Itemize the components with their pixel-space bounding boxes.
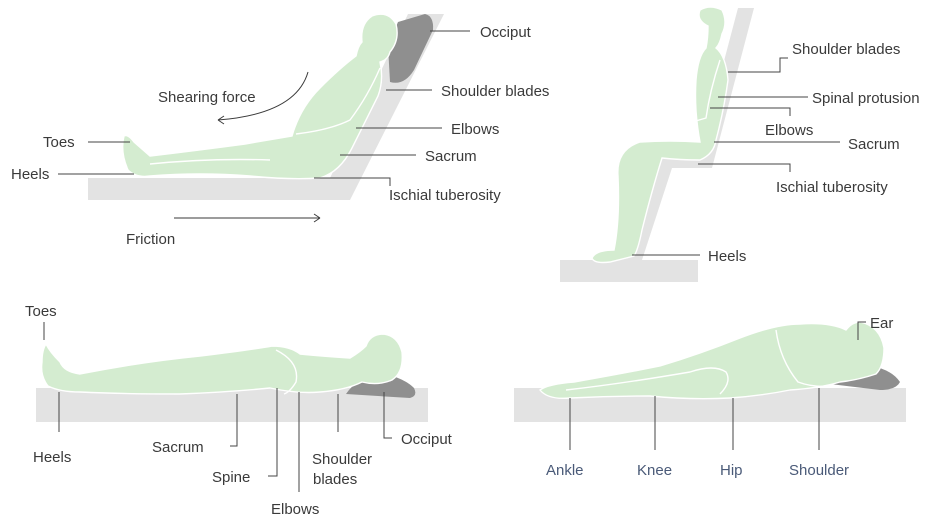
reclining-toes-label: Toes: [43, 134, 75, 151]
supine-shoulder-blades-label-2: blades: [313, 471, 357, 488]
side-ankle-label: Ankle: [546, 462, 584, 479]
supine-sacrum-label: Sacrum: [152, 439, 204, 456]
sitting-sacrum-label: Sacrum: [848, 136, 900, 153]
supine-heels-label: Heels: [33, 449, 71, 466]
supine-occiput-label: Occiput: [401, 431, 453, 448]
reclining-occiput-label: Occiput: [480, 24, 532, 41]
sitting-panel: Shoulder blades Spinal protusion Elbows …: [560, 7, 920, 282]
reclining-sacrum-label: Sacrum: [425, 148, 477, 165]
shearing-force-label: Shearing force: [158, 89, 256, 106]
side-knee-label: Knee: [637, 462, 672, 479]
sitting-shoulder-blades-label: Shoulder blades: [792, 41, 900, 58]
sitting-heels-label: Heels: [708, 248, 746, 265]
supine-panel: Toes Heels Sacrum Spine Elbows Shoulder …: [25, 303, 453, 518]
sitting-spinal-protusion-label: Spinal protusion: [812, 90, 920, 107]
supine-toes-label: Toes: [25, 303, 57, 320]
sitting-elbows-label: Elbows: [765, 122, 813, 139]
reclining-elbows-label: Elbows: [451, 121, 499, 138]
side-ear-label: Ear: [870, 315, 893, 332]
side-lying-panel: Ear Ankle Knee Hip Shoulder: [514, 315, 906, 479]
reclining-heels-label: Heels: [11, 166, 49, 183]
sitting-body: [592, 7, 728, 263]
reclining-ischial-label: Ischial tuberosity: [389, 187, 501, 204]
side-hip-label: Hip: [720, 462, 743, 479]
supine-elbows-label: Elbows: [271, 501, 319, 518]
side-shoulder-label: Shoulder: [789, 462, 849, 479]
sitting-ischial-label: Ischial tuberosity: [776, 179, 888, 196]
reclining-panel: Occiput Shoulder blades Shearing force T…: [11, 14, 549, 248]
supine-shoulder-blades-label-1: Shoulder: [312, 451, 372, 468]
reclining-shoulder-blades-label: Shoulder blades: [441, 83, 549, 100]
friction-label: Friction: [126, 231, 175, 248]
supine-body: [42, 334, 403, 394]
supine-spine-label: Spine: [212, 469, 250, 486]
